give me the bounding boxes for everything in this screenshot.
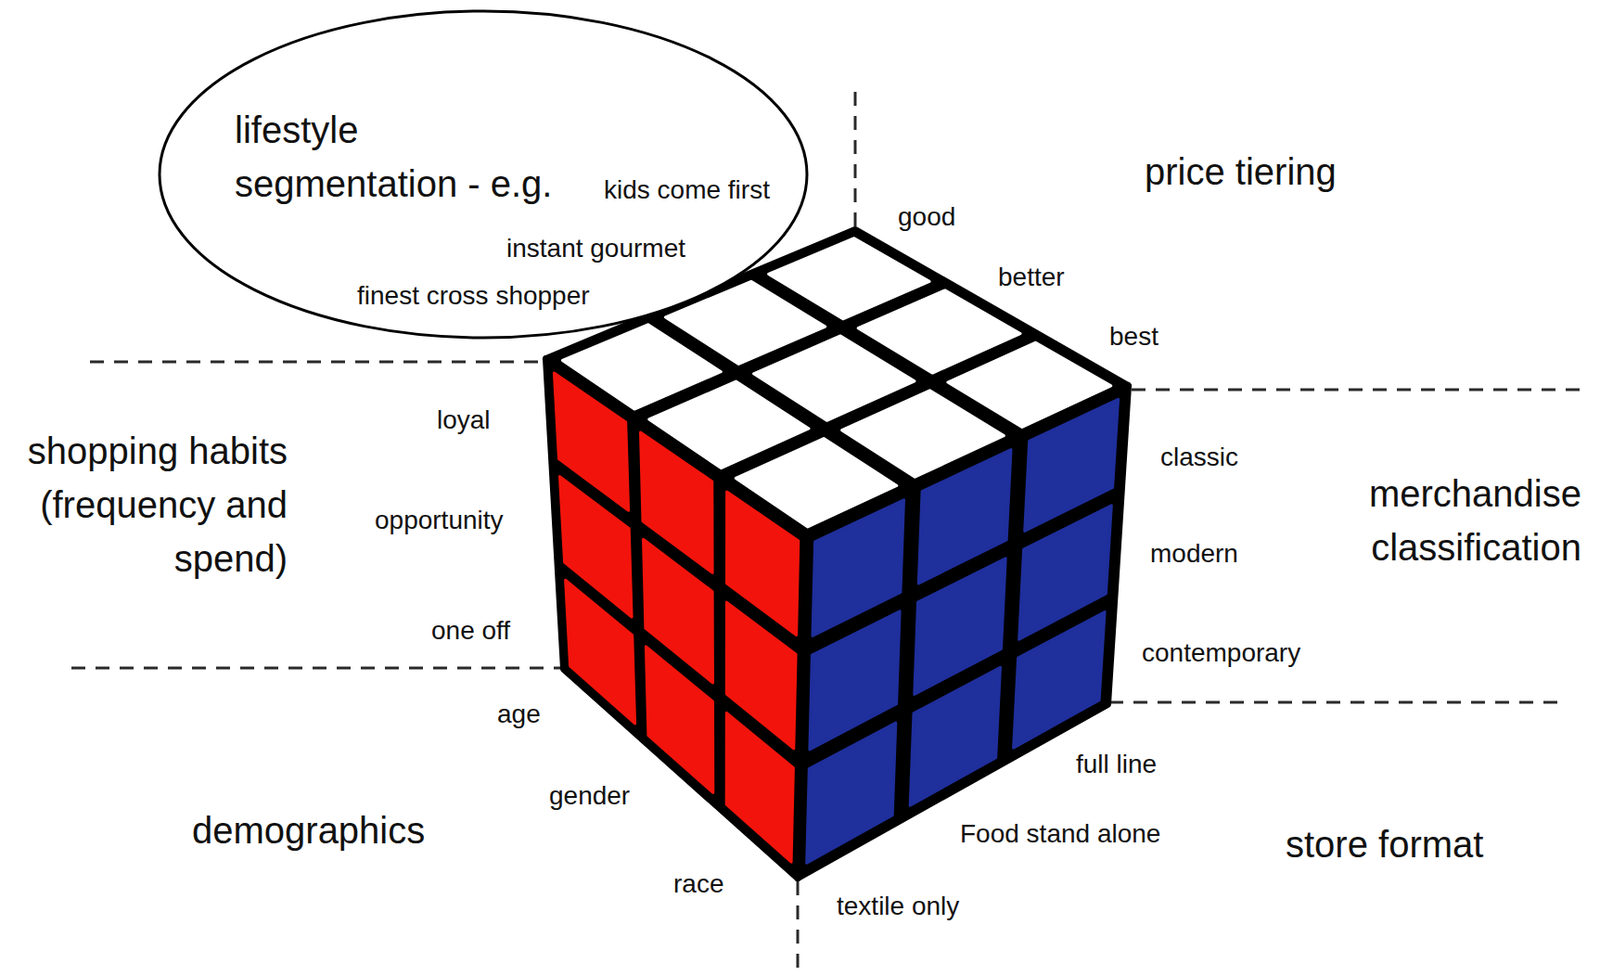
divider-line [1109,701,1562,704]
axis-title: demographics [192,803,425,858]
divider-line [1131,388,1587,392]
divider-line [71,666,561,670]
axis-value: better [998,258,1065,297]
divider-line [854,91,858,229]
cube-sticker [645,646,713,794]
segment-heading: lifestyle segmentation - e.g. [234,102,559,211]
axis-title: price tiering [1144,144,1337,199]
axis-value: Food stand alone [960,815,1161,854]
axis-value: best [1109,318,1159,357]
axis-value: race [673,865,724,904]
segment-example: finest cross shopper [357,281,590,311]
segment-example: instant gourmet [506,233,686,264]
axis-value: loyal [436,401,491,440]
axis-title: store format [1285,817,1484,871]
cube-sticker [565,579,636,724]
axis-title: shopping habits (frequency and spend) [13,423,288,586]
axis-value: gender [549,777,630,816]
cube-sticker [909,666,1000,806]
axis-value: good [897,198,956,237]
axis-value: one off [431,612,511,651]
segment-ellipse: lifestyle segmentation - e.g. kids come f… [156,8,810,341]
cube-sticker [1013,612,1106,749]
axis-value: contemporary [1141,634,1301,673]
axis-value: full line [1075,745,1157,784]
axis-value: classic [1160,438,1239,477]
axis-value: modern [1150,535,1239,574]
axis-value: opportunity [374,501,504,540]
cube-sticker [726,712,794,862]
cube-sticker [806,722,896,863]
axis-title: merchandise classification [1340,466,1582,575]
axis-value: age [497,695,541,734]
rubiks-cube [546,230,1128,878]
axis-value: textile only [836,887,960,926]
divider-line [89,360,541,364]
segment-example: kids come first [603,175,770,205]
ellipse-shape [159,11,807,338]
divider-line [796,881,800,976]
